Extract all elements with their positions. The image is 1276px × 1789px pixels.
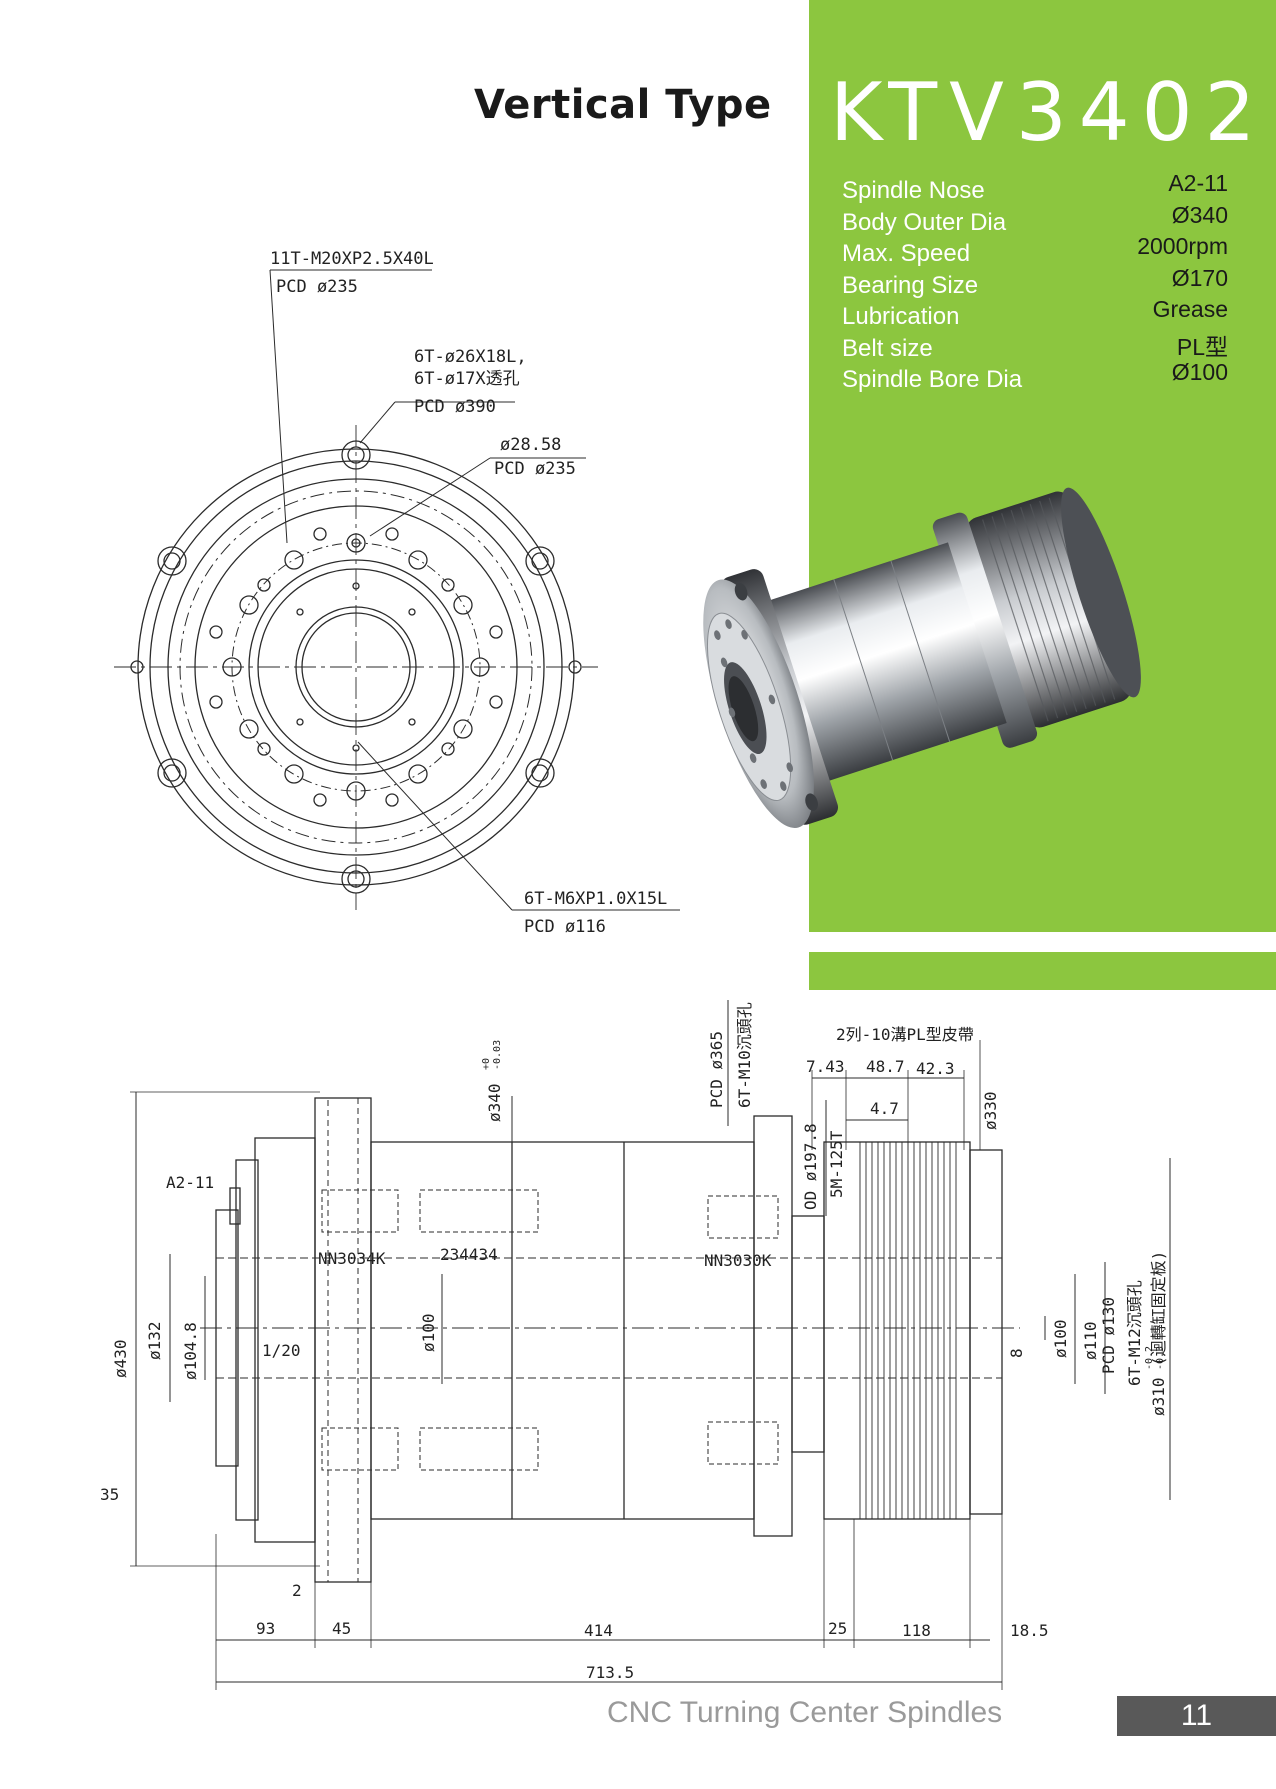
plate-note: (迴轉缸固定板)	[1149, 1251, 1168, 1366]
nose-label: A2-11	[166, 1173, 214, 1192]
front-view	[114, 269, 680, 911]
spec-value: Ø340	[1171, 201, 1228, 228]
green-divider-strip	[809, 952, 1276, 990]
dim-d310-tol-lower: -0.3	[1155, 1346, 1166, 1370]
dim-713-5: 713.5	[586, 1663, 634, 1682]
spec-value: A2-11	[1168, 170, 1228, 196]
dim-d340-tol-lower: -0.03	[492, 1040, 503, 1070]
model-number: KTV3402	[830, 66, 1268, 159]
green-header-panel	[809, 0, 1276, 932]
dim-d340: ø340	[485, 1083, 504, 1122]
dim-d340-tol-upper: +0	[481, 1058, 492, 1070]
dim-35: 35	[100, 1485, 119, 1504]
spec-label: Spindle Nose	[842, 177, 985, 204]
spec-row: Bearing Size Ø170	[842, 264, 1228, 300]
dim-d132: ø132	[145, 1321, 164, 1360]
spec-label: Spindle Bore Dia	[842, 366, 1023, 393]
spindle-body	[703, 487, 1141, 829]
dim-118: 118	[902, 1621, 931, 1640]
m10-holes: 6T-M10沉頭孔	[735, 1002, 754, 1108]
spec-value: Ø170	[1171, 264, 1228, 291]
bolt-circle-holes	[209, 527, 503, 807]
callout-2-line3: PCD ø390	[414, 397, 496, 417]
pcd-365: PCD ø365	[707, 1031, 726, 1108]
callout-2-line2: 6T-ø17X透孔	[414, 369, 520, 389]
callout-4-line1: 6T-M6XP1.0X15L	[524, 889, 667, 909]
dim-d110: ø110	[1081, 1321, 1100, 1360]
dim-42-3: 42.3	[916, 1059, 955, 1078]
dim-d310-tol-upper: -0.2	[1144, 1346, 1155, 1370]
callout-1-line1: 11T-M20XP2.5X40L	[270, 249, 434, 269]
dim-d104-8: ø104.8	[181, 1322, 200, 1380]
type-title: Vertical Type	[474, 82, 772, 128]
spec-row: Spindle Nose A2-11	[842, 170, 1228, 205]
dim-18-5: 18.5	[1010, 1621, 1049, 1640]
spec-value: PL型	[1176, 333, 1228, 360]
spec-value: Ø100	[1171, 359, 1228, 385]
spec-row: Belt size PL型	[842, 331, 1228, 363]
dim-bore: ø100	[419, 1313, 438, 1352]
dim-d310: ø310	[1149, 1377, 1168, 1416]
dim-93: 93	[256, 1619, 275, 1638]
dim-7-43: 7.43	[806, 1057, 845, 1076]
footer-title: CNC Turning Center Spindles	[607, 1696, 1003, 1729]
dim-8: 8	[1007, 1348, 1026, 1358]
callout-3-line1: ø28.58	[500, 435, 561, 455]
od-197: OD ø197.8	[801, 1123, 820, 1210]
spindle-photo	[703, 487, 1141, 829]
dim-414: 414	[584, 1621, 613, 1640]
spec-row: Lubrication Grease	[842, 296, 1228, 331]
belt-5m: 5M-125T	[827, 1130, 846, 1198]
dim-d430: ø430	[111, 1339, 130, 1378]
spec-row: Spindle Bore Dia Ø100	[842, 359, 1228, 394]
dim-2: 2	[292, 1581, 302, 1600]
page-number-box: 11	[1117, 1696, 1276, 1736]
spec-value: Grease	[1152, 296, 1228, 322]
dim-4-7: 4.7	[870, 1099, 899, 1118]
bearing-1: NN3034K	[318, 1249, 386, 1268]
spec-row: Body Outer Dia Ø340	[842, 201, 1228, 237]
outer-holes	[130, 440, 582, 894]
page-number: 11	[1180, 1699, 1213, 1732]
dim-48-7: 48.7	[866, 1057, 905, 1076]
side-view	[130, 1000, 1171, 1690]
bearing-2: 234434	[440, 1245, 498, 1264]
dim-25: 25	[828, 1619, 847, 1638]
callout-1-line2: PCD ø235	[276, 277, 358, 297]
dim-d330: ø330	[981, 1091, 1000, 1130]
spec-list: Spindle Nose A2-11 Body Outer Dia Ø340 M…	[842, 170, 1228, 394]
bearing-3: NN3030K	[704, 1251, 772, 1270]
callout-4-line2: PCD ø116	[524, 917, 606, 937]
belt-note: 2列-10溝PL型皮帶	[836, 1025, 974, 1044]
spec-label: Max. Speed	[842, 240, 971, 267]
spec-label: Body Outer Dia	[842, 208, 1007, 236]
callout-2-line1: 6T-ø26X18L,	[414, 347, 527, 367]
dim-45: 45	[332, 1619, 351, 1638]
m12-holes: 6T-M12沉頭孔	[1125, 1280, 1144, 1386]
spec-label: Belt size	[842, 334, 933, 362]
spec-label: Lubrication	[842, 303, 960, 330]
dim-d100-rear: ø100	[1051, 1319, 1070, 1358]
pcd-130: PCD ø130	[1099, 1297, 1118, 1374]
spec-value: 2000rpm	[1137, 233, 1228, 259]
taper-label: 1/20	[262, 1341, 301, 1360]
spec-label: Bearing Size	[842, 271, 979, 299]
spec-row: Max. Speed 2000rpm	[842, 233, 1228, 268]
callout-3-line2: PCD ø235	[494, 459, 576, 479]
